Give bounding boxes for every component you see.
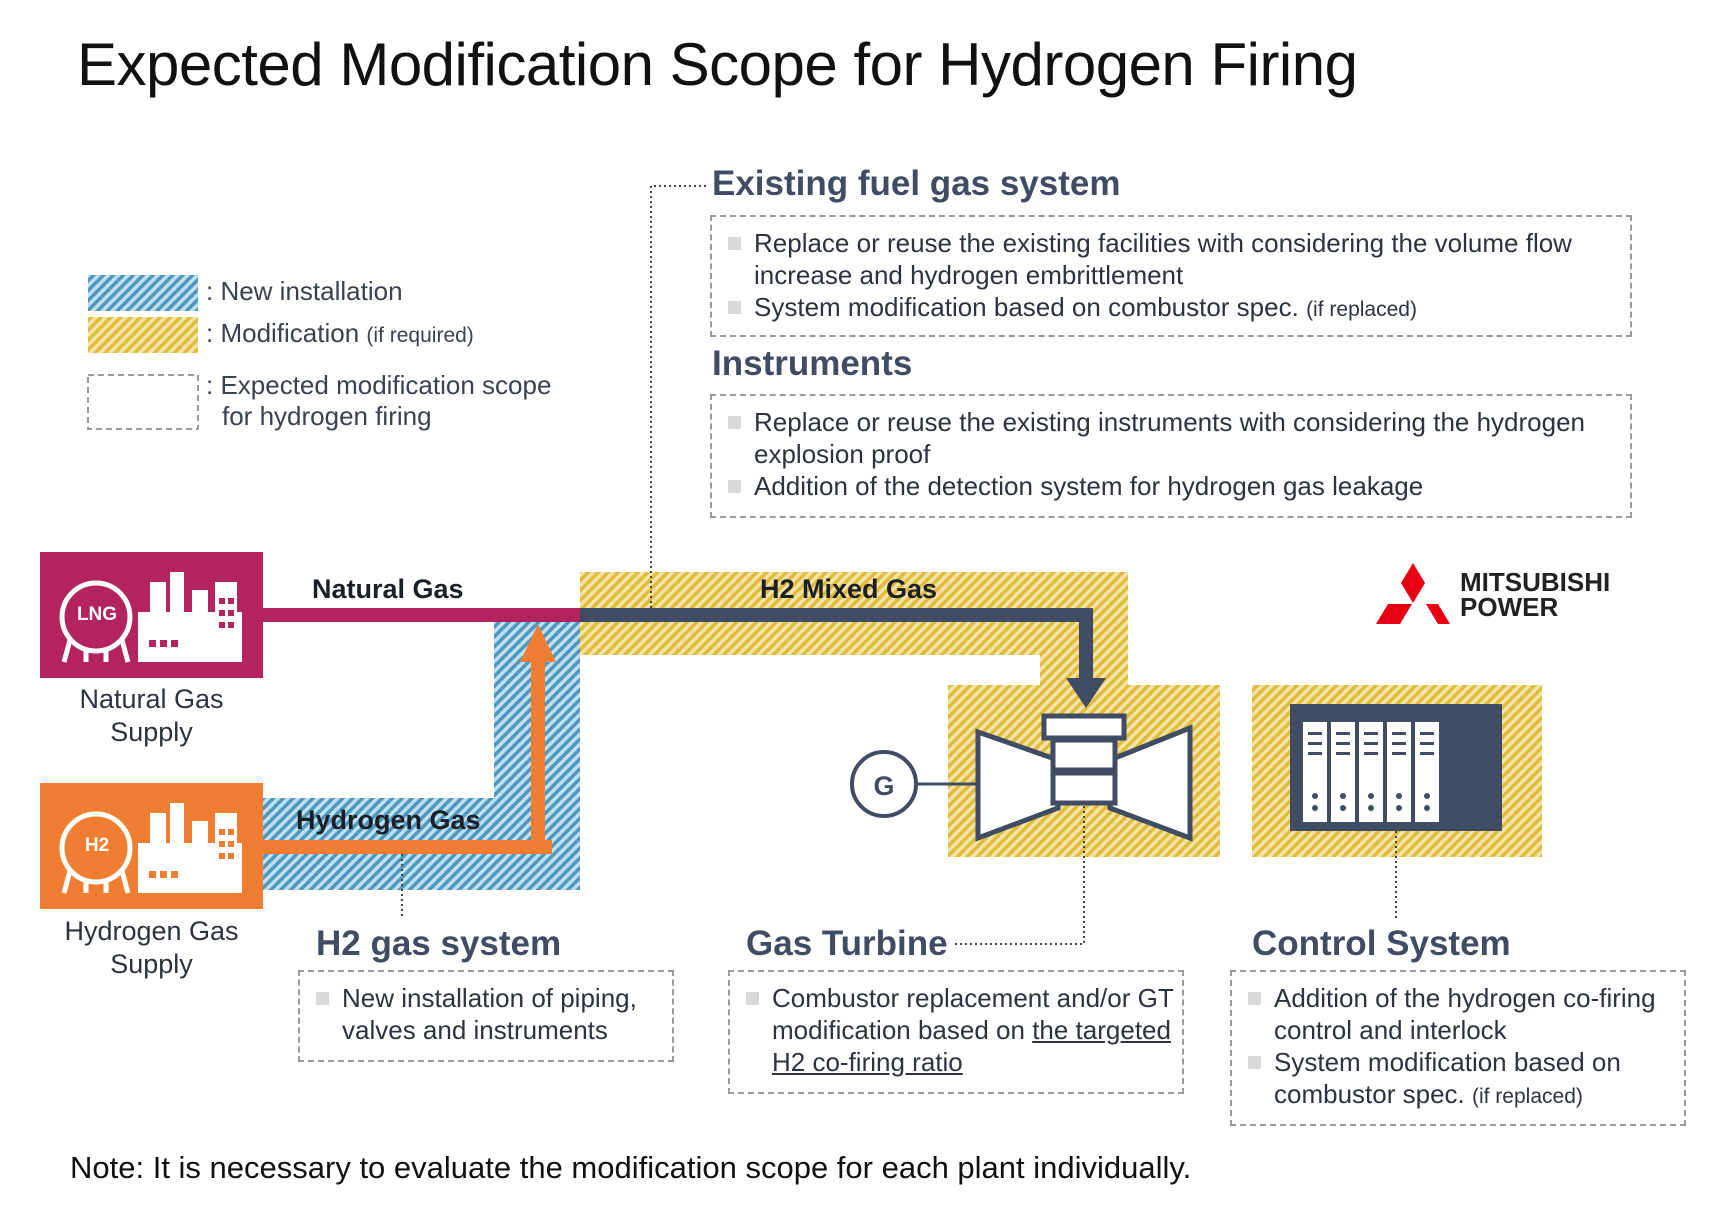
legend-modification-swatch: [88, 317, 198, 353]
leader-existing-fuel: [650, 185, 706, 608]
instruments-item-1: Replace or reuse the existing instrument…: [712, 406, 1630, 470]
page-title: Expected Modification Scope for Hydrogen…: [77, 31, 1358, 98]
brand-line1: MITSUBISHI: [1460, 567, 1611, 597]
gas-turbine-item-1-text: Combustor replacement and/or GT modifica…: [772, 983, 1174, 1045]
brand-line2: POWER: [1460, 592, 1559, 622]
existing-fuel-item-2-note: (if replaced): [1306, 298, 1417, 321]
gas-turbine-item-1-ratio: the targeted H2 co-firing ratio: [772, 1015, 1171, 1077]
control-item-2: System modification based on combustor s…: [1232, 1046, 1684, 1113]
generator-label: G: [873, 771, 894, 801]
existing-fuel-item-1: Replace or reuse the existing facilities…: [712, 227, 1630, 291]
h2-new-installation-area: [262, 620, 580, 890]
h2-supply-label: Hydrogen Gas Supply: [30, 915, 273, 981]
legend-new-installation: : New installation: [206, 276, 403, 306]
control-item-1: Addition of the hydrogen co-firing contr…: [1232, 982, 1684, 1046]
mitsubishi-brand: MITSUBISHI POWER: [1460, 567, 1611, 622]
existing-fuel-title: Existing fuel gas system: [712, 164, 1121, 203]
existing-fuel-box: Replace or reuse the existing facilities…: [710, 215, 1632, 337]
lng-supply-label: Natural Gas Supply: [30, 683, 273, 749]
lng-supply-label-1: Natural Gas: [79, 684, 224, 714]
legend-modification-label: : Modification: [206, 318, 360, 348]
hydrogen-pipe: [262, 840, 552, 854]
h2-system-title: H2 gas system: [316, 924, 562, 963]
gas-turbine-box: Combustor replacement and/or GT modifica…: [728, 970, 1184, 1094]
mitsubishi-logo: [1376, 563, 1450, 624]
hydrogen-arrow-head: [520, 624, 556, 662]
gas-turbine-item-1: Combustor replacement and/or GT modifica…: [730, 982, 1182, 1078]
hydrogen-gas-label: Hydrogen Gas: [296, 805, 481, 835]
legend-new-swatch: [88, 275, 198, 311]
natural-gas-pipe: [262, 608, 580, 622]
control-title: Control System: [1252, 924, 1511, 963]
mixed-gas-pipe-down: [1079, 608, 1093, 678]
instruments-box: Replace or reuse the existing instrument…: [710, 394, 1632, 518]
lng-supply-label-2: Supply: [110, 717, 193, 747]
control-item-2-text: System modification based on combustor s…: [1274, 1047, 1621, 1109]
mixed-gas-pipe: [580, 608, 1093, 622]
control-box: Addition of the hydrogen co-firing contr…: [1230, 970, 1686, 1126]
footer-note: Note: It is necessary to evaluate the mo…: [70, 1150, 1192, 1185]
control-item-2-note: (if replaced): [1471, 1085, 1583, 1108]
instruments-title: Instruments: [712, 344, 913, 383]
legend-modification: : Modification (if required): [206, 318, 474, 349]
legend-scope-swatch: [87, 374, 199, 430]
h2-system-box: New installation of piping, valves and i…: [298, 970, 674, 1062]
mixed-gas-arrow-head: [1066, 678, 1106, 708]
hydrogen-pipe-up: [531, 660, 545, 854]
leader-gas-turbine: [955, 806, 1085, 945]
h2-mixed-gas-label: H2 Mixed Gas: [760, 574, 938, 604]
h2-icon-label: H2: [84, 835, 110, 856]
instruments-item-2: Addition of the detection system for hyd…: [712, 470, 1630, 502]
lng-icon-label: LNG: [76, 604, 118, 625]
gas-turbine-title: Gas Turbine: [746, 924, 948, 963]
generator-circle: [850, 750, 918, 818]
natural-gas-label: Natural Gas: [312, 574, 464, 604]
h2-supply-label-2: Supply: [110, 949, 193, 979]
h2-supply-label-1: Hydrogen Gas: [64, 916, 239, 946]
existing-fuel-item-2: System modification based on combustor s…: [712, 291, 1630, 326]
legend-modification-note: (if required): [366, 324, 474, 347]
gas-turbine-drawing: [975, 713, 1193, 842]
legend-scope-line1: : Expected modification scope: [206, 370, 552, 400]
h2-system-item-1: New installation of piping, valves and i…: [300, 982, 672, 1046]
mixed-gas-modification-area: [580, 572, 1128, 685]
legend-scope-line2: for hydrogen firing: [222, 401, 432, 431]
existing-fuel-item-2-text: System modification based on combustor s…: [754, 292, 1299, 322]
